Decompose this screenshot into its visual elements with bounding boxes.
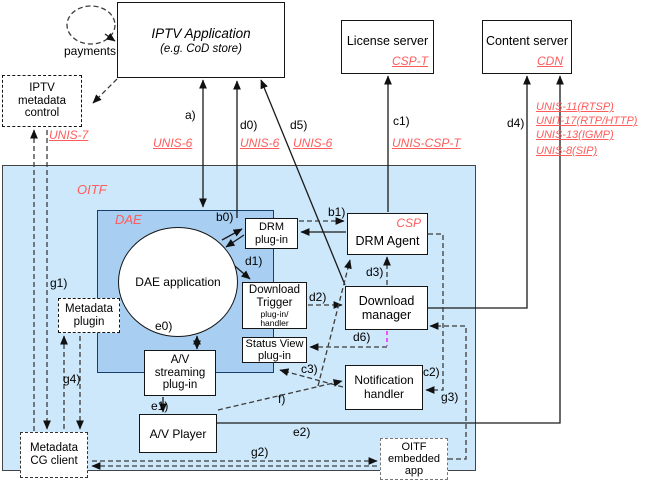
connector-c3	[279, 368, 344, 388]
unis-11-rtsp-label: UNIS-11(RTSP)	[536, 101, 614, 113]
dae-application-label: DAE application	[135, 275, 221, 289]
download-manager-box: Download manager	[345, 286, 428, 330]
unit-17-rtp-http-label: UNIT-17(RTP/HTTP)	[536, 115, 638, 127]
connector-f	[217, 379, 343, 411]
label-d1: d1)	[245, 254, 263, 268]
payments-loop	[66, 5, 116, 45]
unis7-label: UNIS-7	[49, 128, 89, 142]
av-player-box: A/V Player	[139, 414, 217, 453]
download-trigger-box: Download Trigger plug-in/ handler	[242, 282, 307, 329]
label-g4: g4)	[63, 372, 81, 386]
label-f: f)	[278, 392, 286, 406]
drm-agent-label: DRM Agent	[355, 234, 420, 248]
csp-label: CSP	[396, 216, 421, 230]
connector-c2	[425, 233, 444, 394]
oitf-label: OITF	[77, 182, 107, 197]
label-a: a)	[185, 108, 196, 122]
status-view-plugin-label: Status View plug-in	[245, 337, 304, 362]
unis6-label-d0: UNIS-6	[240, 136, 280, 150]
label-b0: b0)	[216, 210, 234, 224]
metadata-cg-client-label: Metadata CG client	[30, 442, 78, 467]
content-server-tag: CDN	[537, 54, 563, 68]
metadata-cg-client-box: Metadata CG client	[20, 432, 88, 478]
label-c1: c1)	[393, 114, 410, 128]
license-server-tag: CSP-T	[392, 54, 428, 68]
label-e1: e1)	[151, 399, 169, 413]
label-d6: d6)	[353, 330, 371, 344]
download-trigger-sublabel: plug-in/ handler	[260, 308, 289, 328]
download-trigger-label: Download Trigger	[248, 284, 301, 310]
unis6-label-d5: UNIS-6	[293, 136, 333, 150]
content-server-title: Content server	[486, 34, 568, 48]
label-e2: e2)	[293, 425, 311, 439]
iptv-metadata-control-box: IPTV metadata control	[2, 75, 82, 127]
dae-application-ellipse: DAE application	[118, 227, 238, 337]
dae-label: DAE	[115, 212, 142, 227]
label-c3: c3)	[301, 362, 318, 376]
unis-csp-t-label: UNIS-CSP-T	[392, 136, 461, 150]
oitf-embedded-app-box: OITF embedded app	[380, 438, 448, 480]
label-e0: e0)	[155, 319, 173, 333]
unis-8-sip-label: UNIS-8(SIP)	[536, 145, 598, 157]
connector-b0-out	[221, 228, 243, 241]
notification-handler-label: Notification handler	[354, 373, 414, 401]
notification-handler-box: Notification handler	[345, 365, 423, 410]
iptv-application-title: IPTV Application	[151, 25, 251, 41]
label-d2: d2)	[309, 290, 327, 304]
iptv-metadata-control-label: IPTV metadata control	[18, 81, 66, 120]
metadata-plugin-label: Metadata plugin	[65, 302, 113, 328]
connector-d5	[260, 79, 346, 286]
drm-plugin-box: DRM plug-in	[245, 218, 298, 249]
iptv-application-box: IPTV Application (e.g. CoD store)	[117, 2, 285, 78]
oitf-embedded-app-label: OITF embedded app	[388, 440, 440, 478]
connector-b0-in	[225, 234, 245, 248]
label-d4: d4)	[507, 116, 525, 130]
label-g2: g2)	[251, 445, 269, 459]
connector-e2	[217, 75, 564, 424]
av-player-label: A/V Player	[149, 426, 207, 441]
connector-nh-to-drm-agent	[317, 259, 352, 387]
label-g3: g3)	[441, 390, 459, 404]
license-server-box: License server CSP-T	[341, 20, 434, 74]
label-g1: g1)	[50, 276, 68, 290]
av-streaming-plugin-box: A/V streaming plug-in	[144, 350, 216, 396]
av-streaming-plugin-label: A/V streaming plug-in	[154, 353, 206, 392]
metadata-plugin-box: Metadata plugin	[58, 298, 120, 333]
drm-agent-box: CSP DRM Agent	[347, 213, 428, 255]
label-d5: d5)	[290, 118, 308, 132]
payments-loop-arrow	[104, 32, 116, 42]
drm-plugin-label: DRM plug-in	[254, 221, 289, 246]
label-c2: c2)	[423, 365, 440, 379]
connector-app-to-metadata	[92, 78, 118, 104]
connector-d4	[428, 75, 531, 309]
iptv-application-subtitle: (e.g. CoD store)	[160, 42, 242, 55]
connector-g3	[429, 322, 467, 460]
label-b1: b1)	[328, 205, 346, 219]
status-view-plugin-box: Status View plug-in	[242, 337, 307, 363]
label-d3: d3)	[366, 265, 384, 279]
payments-label: payments	[63, 44, 117, 58]
download-manager-label: Download manager	[358, 294, 415, 322]
content-server-box: Content server CDN	[482, 20, 572, 74]
unis-13-igmp-label: UNIS-13(IGMP)	[536, 129, 614, 141]
label-d0: d0)	[240, 118, 258, 132]
unis6-label-a: UNIS-6	[153, 136, 193, 150]
license-server-title: License server	[346, 34, 429, 48]
